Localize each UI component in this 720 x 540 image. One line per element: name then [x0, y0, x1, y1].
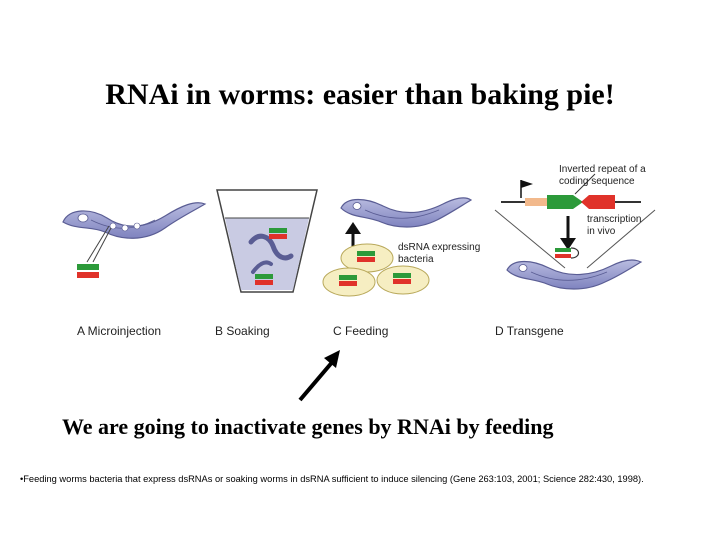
dsrna-label-line2: bacteria [398, 254, 434, 265]
transcription-label: transcription in vivo [587, 214, 641, 238]
slide-title: RNAi in worms: easier than baking pie! [105, 78, 615, 111]
dsrna-label-line1: dsRNA expressing [398, 242, 481, 253]
microinjection-panel [62, 202, 207, 278]
worm-b2 [251, 260, 273, 274]
transcription-label-line2: in vivo [587, 226, 616, 237]
inverted-label-line1: Inverted repeat of a [559, 164, 646, 175]
panel-label-transgene: D Transgene [495, 324, 564, 338]
transgene-panel [494, 173, 656, 290]
panel-label-feeding: C Feeding [333, 324, 389, 338]
figure-drawing [62, 173, 656, 297]
feeding-panel [322, 197, 473, 297]
dsrna-green-strand [77, 264, 99, 270]
slide-subtitle: We are going to inactivate genes by RNAi… [62, 414, 554, 439]
inverted-repeat-label: Inverted repeat of a coding sequence [559, 164, 646, 188]
transcription-label-line1: transcription [587, 214, 642, 225]
slide-footnote: •Feeding worms bacteria that express dsR… [20, 474, 644, 484]
coding-sequence-forward [547, 195, 583, 209]
inverted-label-line2: coding sequence [559, 176, 635, 187]
worm-b1 [248, 233, 294, 261]
dsrna-bacteria-label: dsRNA expressing bacteria [398, 242, 480, 266]
rnai-delivery-figure: dsRNA expressing bacteria Inverted repea… [55, 160, 695, 355]
worm-d [506, 259, 643, 290]
worm-c [340, 197, 473, 228]
dsrna-red-strand [77, 272, 99, 278]
panel-label-soaking: B Soaking [215, 324, 270, 338]
feeding-pointer-arrow [298, 350, 340, 402]
panel-label-microinjection: A Microinjection [77, 324, 162, 338]
coding-sequence-reverse [581, 195, 615, 209]
soaking-panel [216, 189, 318, 293]
